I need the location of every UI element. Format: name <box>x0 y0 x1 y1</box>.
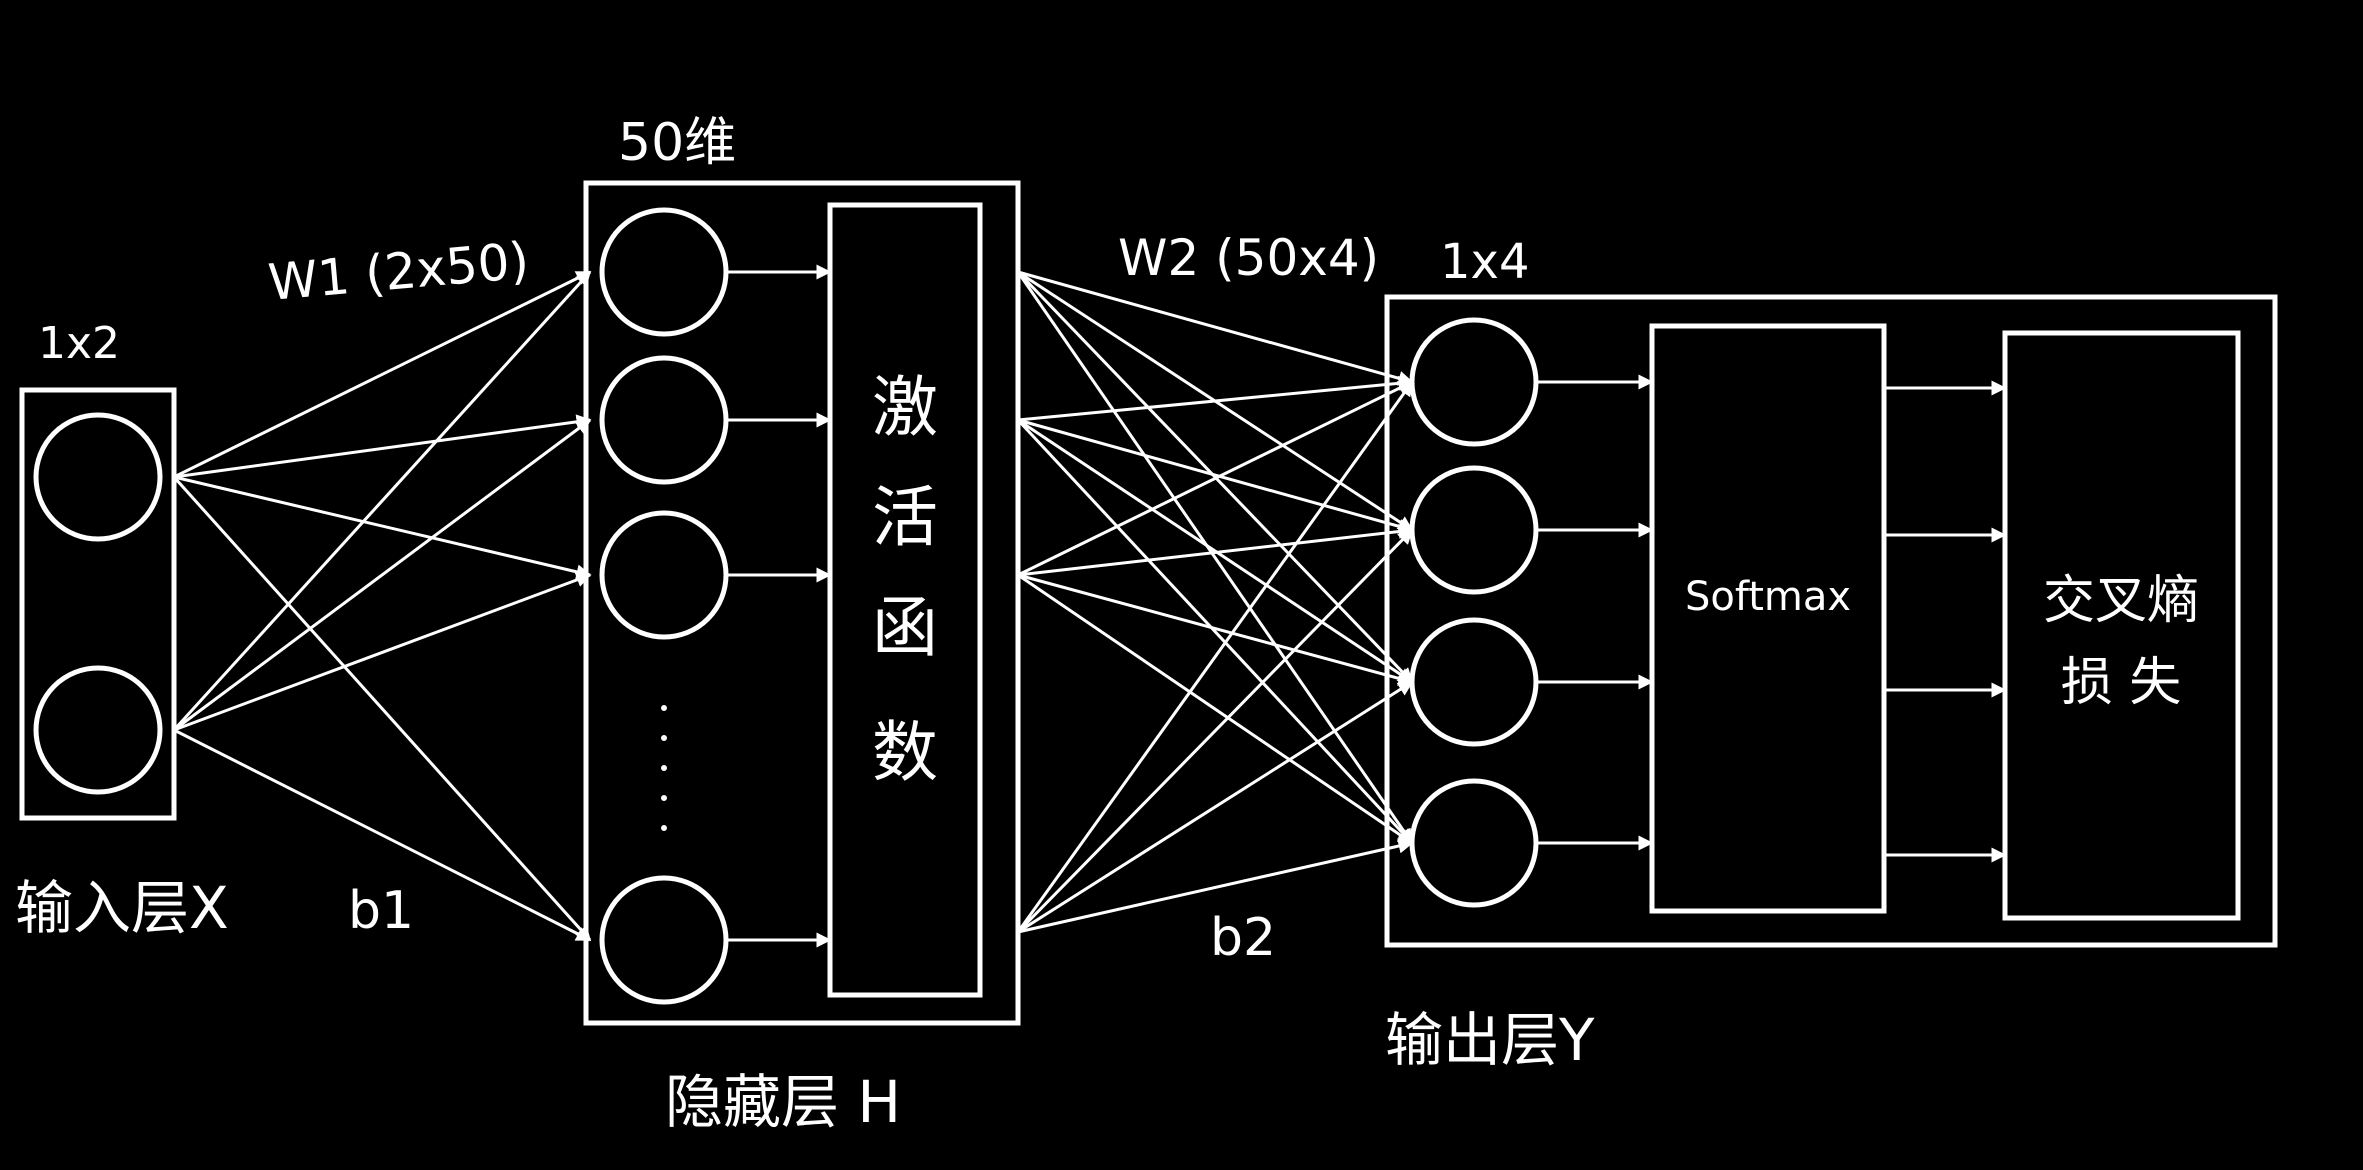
w2-connection <box>1017 838 1414 934</box>
activation-char-3: 函 <box>872 589 938 666</box>
input-neuron-1 <box>33 412 163 542</box>
w1-connection <box>173 418 592 732</box>
output-neuron-3 <box>1409 617 1539 747</box>
w1-connection <box>173 572 592 732</box>
output-neuron-4 <box>1409 778 1539 908</box>
input-neuron-2 <box>33 665 163 795</box>
w1-connection <box>173 414 592 479</box>
w1-connection <box>173 270 592 479</box>
output-layer-label: 输出层Y <box>1385 1006 1595 1074</box>
w2-connection <box>1017 270 1414 386</box>
w1-connections <box>172 270 592 942</box>
w2-connection <box>1016 380 1414 933</box>
activation-char-4: 数 <box>872 714 938 791</box>
hidden-dim-label: 50维 <box>618 113 736 173</box>
w2-connection <box>1017 524 1414 577</box>
softmax-box <box>1649 323 1887 914</box>
hidden-neuron-1 <box>599 207 729 337</box>
input-layer-box <box>19 387 177 821</box>
activation-char-2: 活 <box>872 479 938 556</box>
hidden-layer-label: 隐藏层 H <box>665 1068 901 1136</box>
w2-connection <box>1016 418 1414 845</box>
output-neuron-1 <box>1409 317 1539 447</box>
activation-function-box <box>827 202 983 998</box>
hidden-neuron-2 <box>599 355 729 485</box>
w2-connection <box>1017 380 1414 577</box>
input-dim-label: 1x2 <box>38 318 120 369</box>
weights-w1-label: W1 (2x50) <box>266 231 531 312</box>
vertical-ellipsis <box>661 705 667 831</box>
w2-connections <box>1016 270 1414 934</box>
weights-w2-label: W2 (50x4) <box>1118 229 1379 287</box>
activation-char-1: 激 <box>872 369 938 446</box>
output-layer-box <box>1384 294 2278 948</box>
w2-connection <box>1017 375 1414 422</box>
w1-connection <box>173 728 592 942</box>
w2-connection <box>1016 271 1414 845</box>
w2-connection <box>1017 573 1414 686</box>
softmax-label: Softmax <box>1685 574 1851 620</box>
hidden-neuron-50 <box>599 875 729 1005</box>
loss-label-line1: 交叉熵 <box>2043 571 2199 631</box>
input-layer-label: 输入层X <box>15 874 229 942</box>
output-dim-label: 1x4 <box>1440 234 1529 290</box>
w2-connection <box>1017 573 1414 845</box>
cross-entropy-loss-box <box>2002 330 2241 921</box>
bias-b1-label: b1 <box>348 881 414 941</box>
w2-connection <box>1017 418 1414 534</box>
hidden-neuron-3 <box>599 510 729 640</box>
w1-connection <box>172 475 592 942</box>
forward-arrows <box>726 264 2007 948</box>
w1-connection <box>173 475 592 580</box>
w1-connection <box>172 270 592 732</box>
w2-connection <box>1016 528 1414 934</box>
output-neuron-2 <box>1409 465 1539 595</box>
hidden-layer-box <box>583 180 1021 1026</box>
loss-label-line2: 损 失 <box>2061 653 2182 713</box>
w2-connection <box>1017 680 1414 934</box>
bias-b2-label: b2 <box>1210 908 1276 968</box>
